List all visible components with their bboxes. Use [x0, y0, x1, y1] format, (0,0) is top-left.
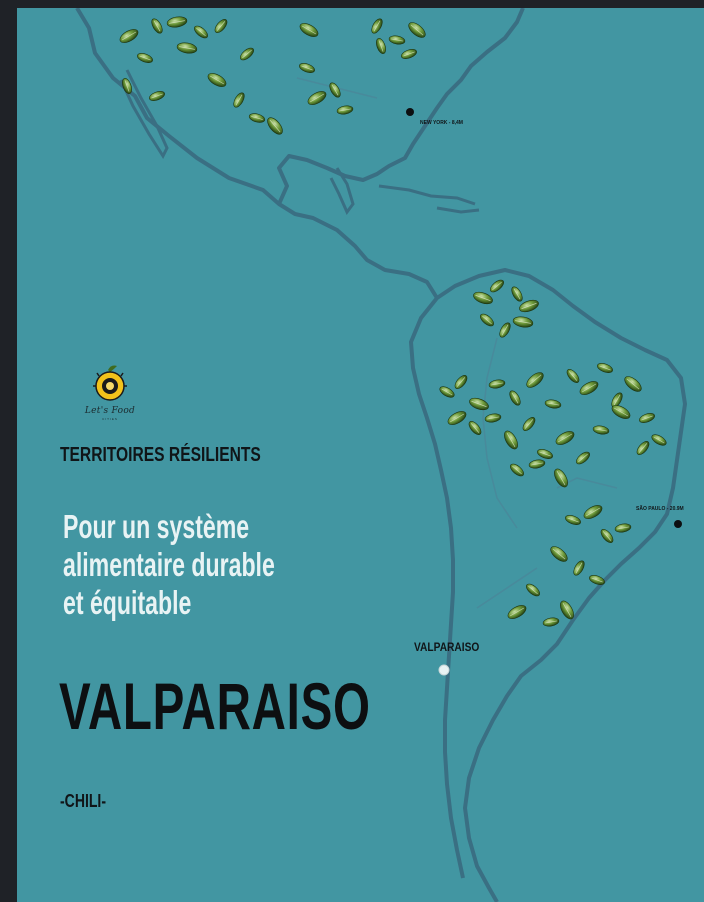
leaf-vein — [602, 531, 612, 541]
leaf-vein — [301, 65, 313, 71]
leaf-vein — [521, 302, 537, 310]
leaf-vein — [209, 75, 225, 85]
leaf-vein — [487, 416, 499, 420]
leaf-vein — [653, 436, 665, 444]
logo-brand-subtitle: CITIES — [102, 417, 118, 421]
tagline: Pour un système alimentaire durable et é… — [63, 508, 275, 622]
leaf-vein — [410, 24, 424, 36]
baja-outline — [119, 69, 169, 160]
series-title: TERRITOIRES RÉSILIENTS — [60, 444, 261, 466]
leaf-vein — [151, 93, 163, 99]
leaf-vein — [515, 320, 531, 324]
leaf-vein — [575, 562, 583, 574]
leaf-vein — [449, 413, 465, 423]
leaf-vein — [121, 31, 137, 41]
new-york-label: NEW YORK - 8,4M — [420, 120, 463, 126]
leaf-vein — [251, 116, 263, 120]
leaf-vein — [391, 38, 403, 42]
leaf-vein — [331, 84, 339, 96]
leaf-vein — [470, 423, 480, 433]
leaf-vein — [617, 526, 629, 530]
leaf-vein — [456, 377, 466, 387]
sao-paulo-dot-icon — [674, 520, 682, 528]
caribbean-outline — [378, 184, 480, 214]
leaf-vein — [179, 46, 195, 50]
leaf-vein — [513, 288, 521, 300]
leaf-cluster — [119, 16, 667, 627]
internal-borders — [296, 77, 618, 609]
north-america-outline — [75, 8, 525, 300]
valparaiso-map-label: VALPARAISO — [414, 640, 480, 654]
lets-food-logo-icon: Let's Food CITIES — [75, 364, 145, 426]
leaf-vein — [613, 394, 621, 406]
leaf-vein — [585, 507, 601, 517]
leaf-vein — [441, 388, 453, 396]
tagline-line-3: et équitable — [63, 584, 192, 621]
leaf-vein — [339, 108, 351, 112]
tagline-line-1: Pour un système — [63, 508, 250, 545]
leaf-vein — [378, 40, 384, 52]
leaf-vein — [547, 402, 559, 406]
leaf-vein — [492, 281, 502, 291]
leaf-vein — [638, 443, 648, 453]
leaf-vein — [471, 400, 487, 408]
leaf-vein — [511, 392, 519, 404]
leaf-vein — [557, 433, 573, 443]
leaf-vein — [545, 620, 557, 624]
leaf-vein — [301, 25, 317, 35]
leaf-vein — [567, 517, 579, 523]
leaf-vein — [568, 371, 578, 381]
leaf-vein — [403, 51, 415, 57]
leaf-vein — [269, 119, 281, 133]
leaf-vein — [512, 465, 522, 475]
leaf-vein — [531, 462, 543, 466]
leaf-vein — [641, 415, 653, 421]
leaf-vein — [242, 49, 252, 59]
logo-brand-name: Let's Food — [84, 406, 136, 416]
leaf-vein — [626, 378, 640, 390]
leaf-vein — [613, 407, 629, 417]
leaf-vein — [124, 80, 130, 92]
tagline-line-2: alimentaire durable — [63, 546, 275, 583]
leaf-vein — [153, 20, 161, 32]
sao-paulo-label: SÃO PAULO - 20.9M — [636, 506, 684, 512]
leaf-vein — [539, 451, 551, 457]
leaf-vein — [595, 428, 607, 432]
country-label: -CHILI- — [60, 791, 107, 811]
city-title: VALPARAISO — [59, 669, 371, 743]
leaf-vein — [556, 470, 566, 486]
leaf-vein — [506, 432, 516, 448]
leaf-vein — [578, 453, 588, 463]
leaf-vein — [373, 20, 381, 32]
americas-map — [75, 8, 687, 902]
leaf-vein — [599, 365, 611, 371]
leaf-vein — [501, 324, 509, 336]
leaf-vein — [309, 93, 325, 103]
florida-outline — [329, 167, 355, 215]
leaf-vein — [581, 383, 597, 393]
leaf-vein — [482, 315, 492, 325]
leaf-vein — [216, 21, 226, 31]
leaf-vein — [509, 607, 525, 617]
leaf-vein — [591, 577, 603, 583]
leaf-vein — [169, 20, 185, 24]
leaf-vein — [552, 548, 566, 560]
leaf-vein — [196, 27, 206, 37]
leaf-vein — [475, 294, 491, 302]
valparaiso-dot-icon — [438, 664, 450, 676]
logo-emblem-icon — [93, 365, 127, 401]
leaf-vein — [235, 94, 243, 106]
leaf-vein — [524, 419, 534, 429]
poster: NEW YORK - 8,4M SÃO PAULO - 20.9M VALPAR… — [17, 8, 704, 902]
south-america-outline — [409, 268, 687, 902]
leaf-vein — [562, 602, 572, 618]
leaf-vein — [528, 374, 542, 386]
new-york-dot-icon — [406, 108, 414, 116]
leaf-vein — [139, 55, 151, 61]
leaf-vein — [528, 585, 538, 595]
leaf-vein — [491, 382, 503, 386]
